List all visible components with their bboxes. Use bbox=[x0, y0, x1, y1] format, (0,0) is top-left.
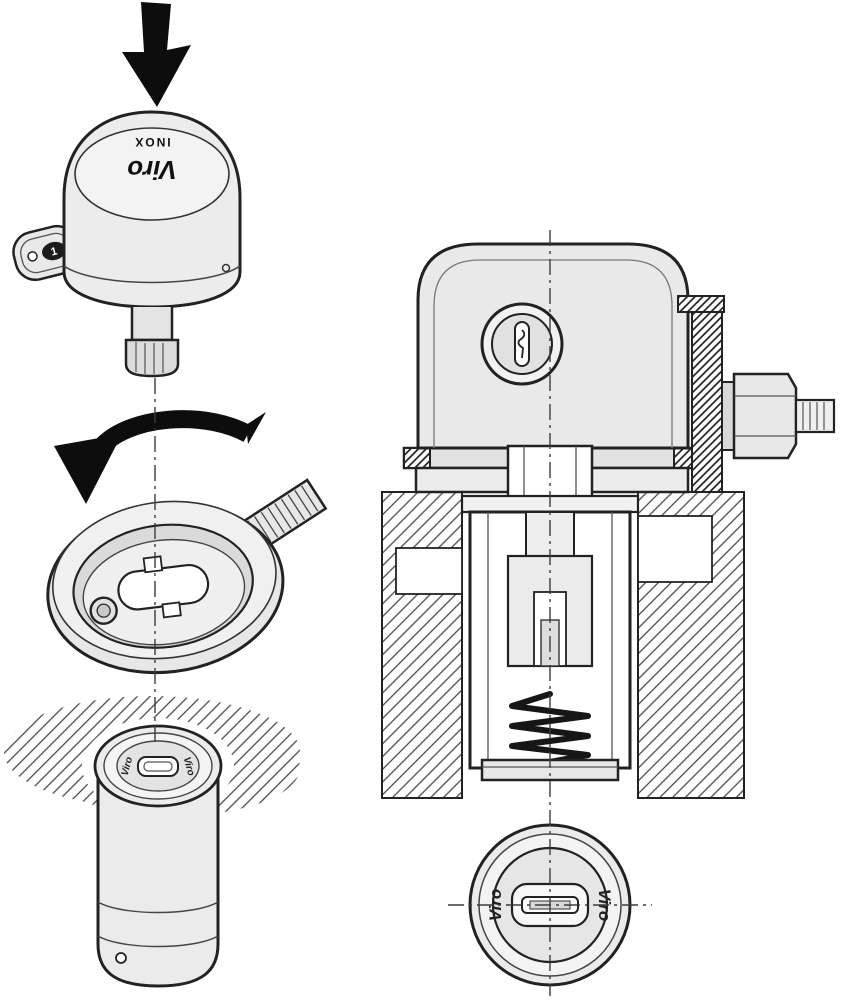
key-number: 1 bbox=[50, 245, 59, 258]
brand-viro-topview-left: Viro bbox=[486, 889, 505, 921]
brand-inox-lock-top: INOX bbox=[133, 135, 170, 149]
brand-viro-cap-left: Viro bbox=[120, 756, 136, 777]
washer bbox=[721, 381, 735, 451]
installed-lock-cylinder: Viro Viro bbox=[93, 724, 223, 988]
key-hole bbox=[27, 251, 38, 262]
bolt-and-nut bbox=[721, 372, 836, 460]
insert-arrow-icon bbox=[122, 2, 191, 107]
centerlines bbox=[154, 230, 652, 996]
lock-stem bbox=[130, 307, 174, 342]
keyhole bbox=[480, 302, 564, 386]
padlock-with-key: 1 Viro INOX bbox=[12, 110, 242, 378]
brand-viro-cap-right: Viro bbox=[181, 756, 197, 777]
rotate-arrow-icon bbox=[54, 410, 266, 504]
ground-cross-section bbox=[381, 491, 745, 799]
mounting-plate bbox=[677, 295, 725, 493]
hex-nut bbox=[732, 372, 798, 460]
bolt-thread-end bbox=[794, 398, 836, 434]
mounting-flange bbox=[46, 478, 328, 675]
brand-viro-lock-top: Viro bbox=[127, 155, 177, 185]
